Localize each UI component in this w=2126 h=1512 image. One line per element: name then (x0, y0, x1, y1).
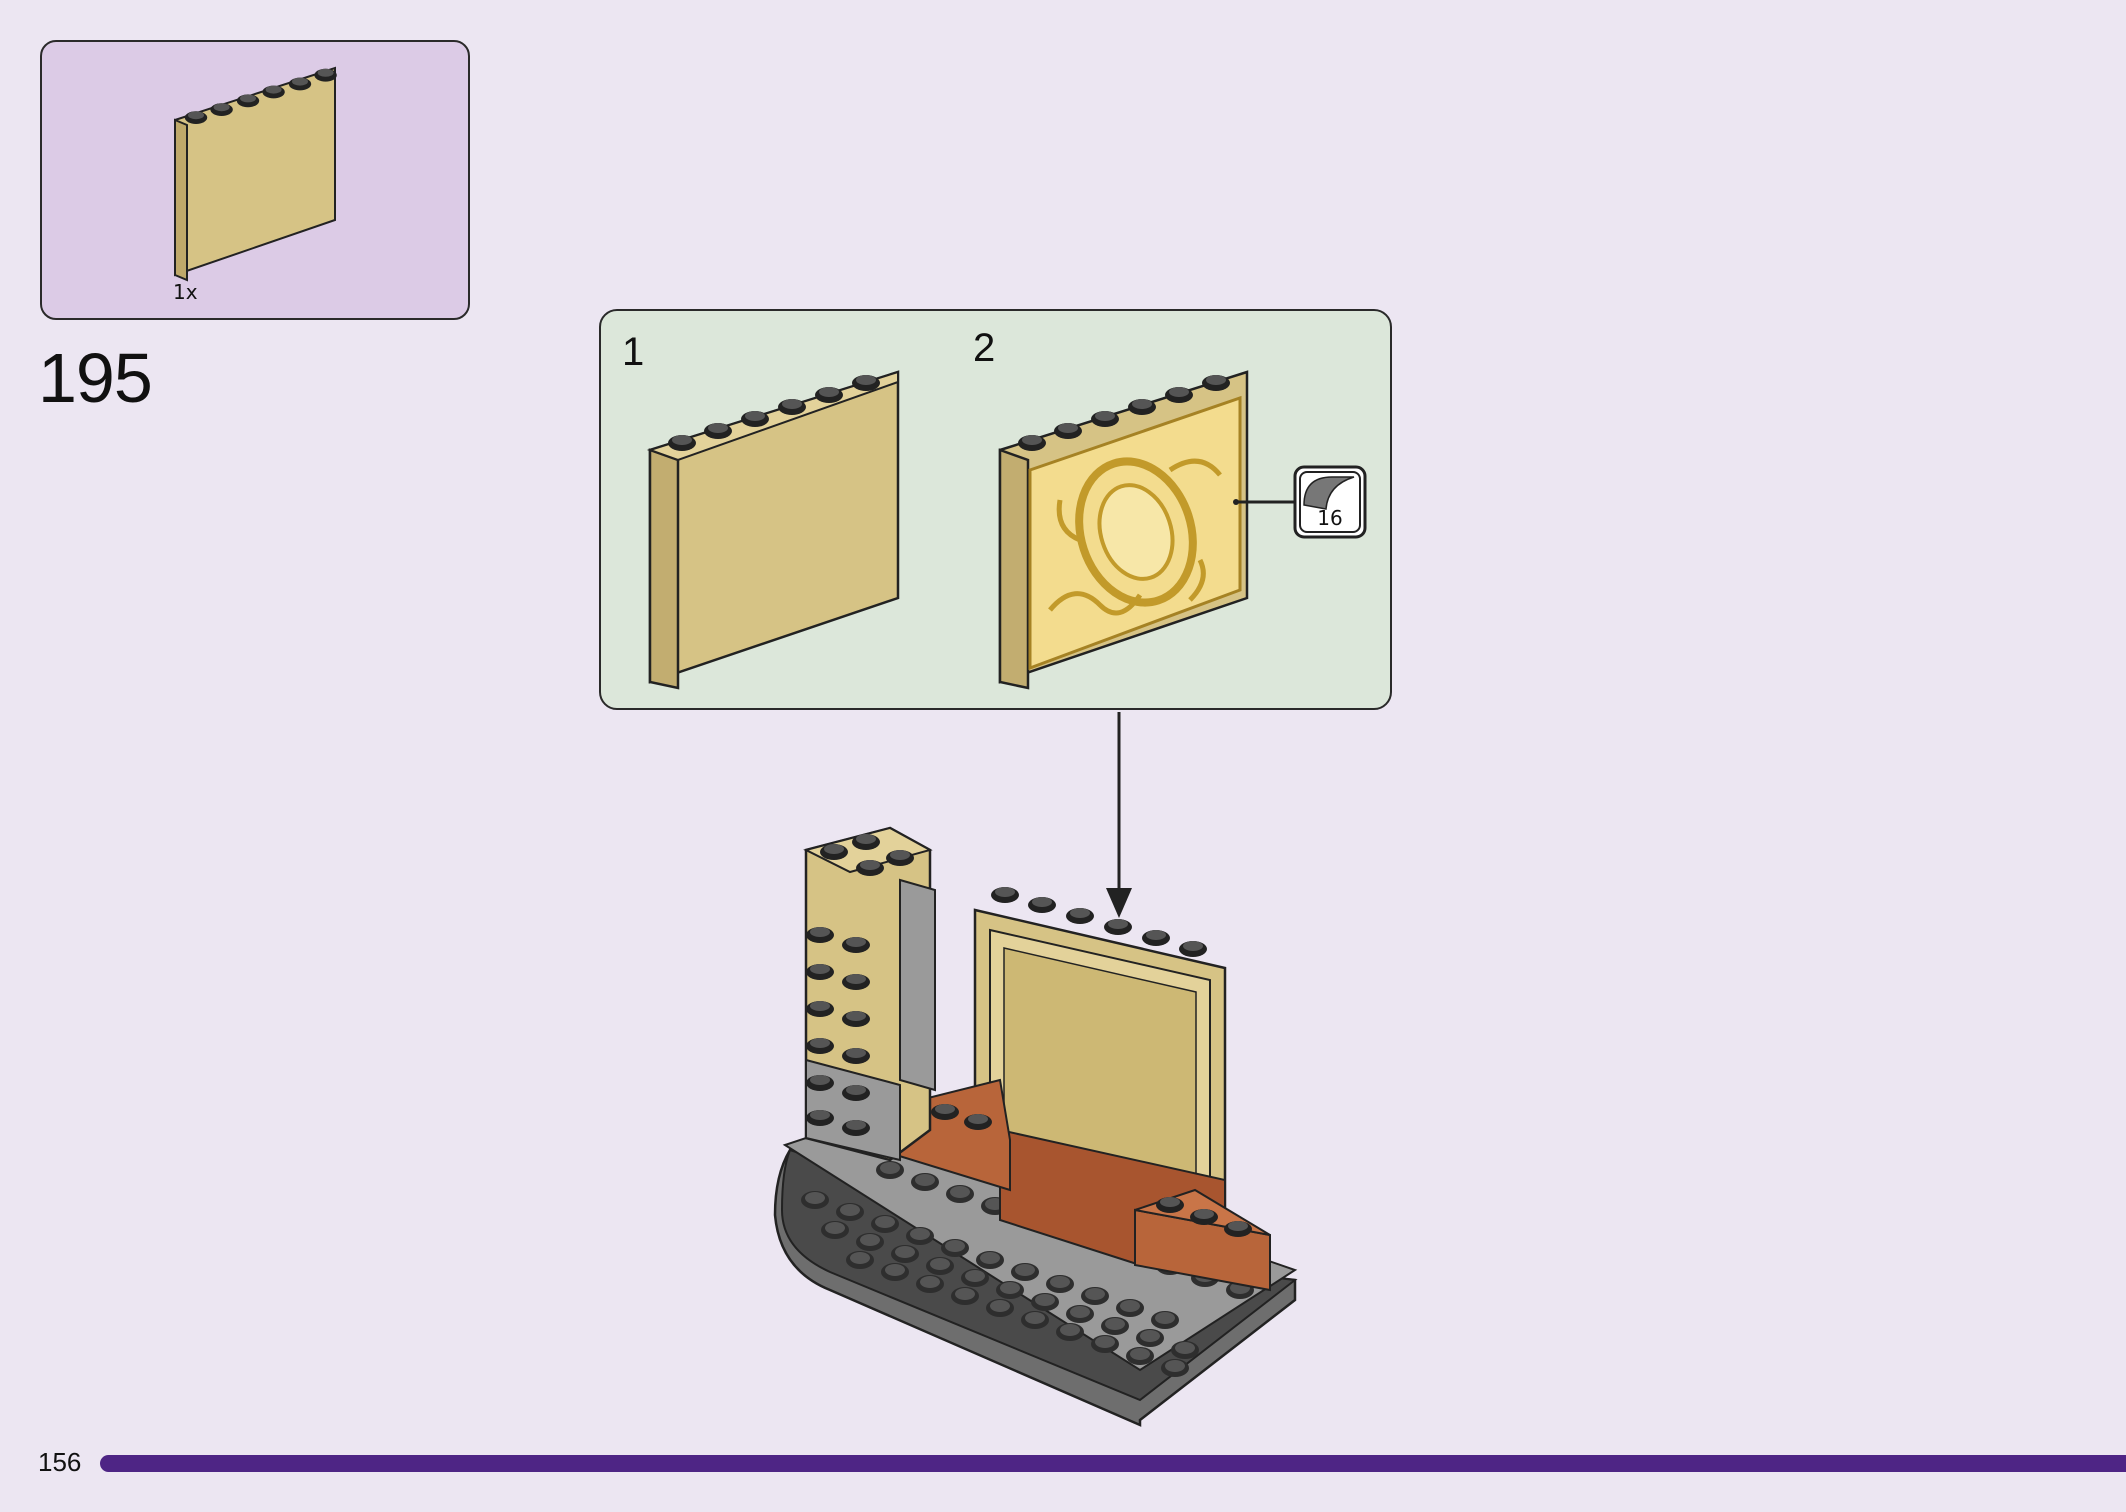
substep-2-panel-with-sticker (998, 370, 1249, 690)
sticker-number: 16 (1317, 506, 1342, 530)
substep-number-1: 1 (622, 330, 645, 374)
page-number: 156 (38, 1447, 82, 1477)
step-number: 195 (38, 339, 153, 417)
page-progress-bar (100, 1455, 2126, 1472)
main-model (773, 826, 1298, 1427)
substep-1-panel (646, 370, 900, 690)
substep-number-2: 2 (973, 326, 996, 370)
sticker-indicator: 16 (1233, 465, 1367, 539)
part-quantity: 1x (173, 280, 198, 304)
part-tan-panel (174, 66, 337, 282)
placement-arrow (1106, 712, 1132, 918)
